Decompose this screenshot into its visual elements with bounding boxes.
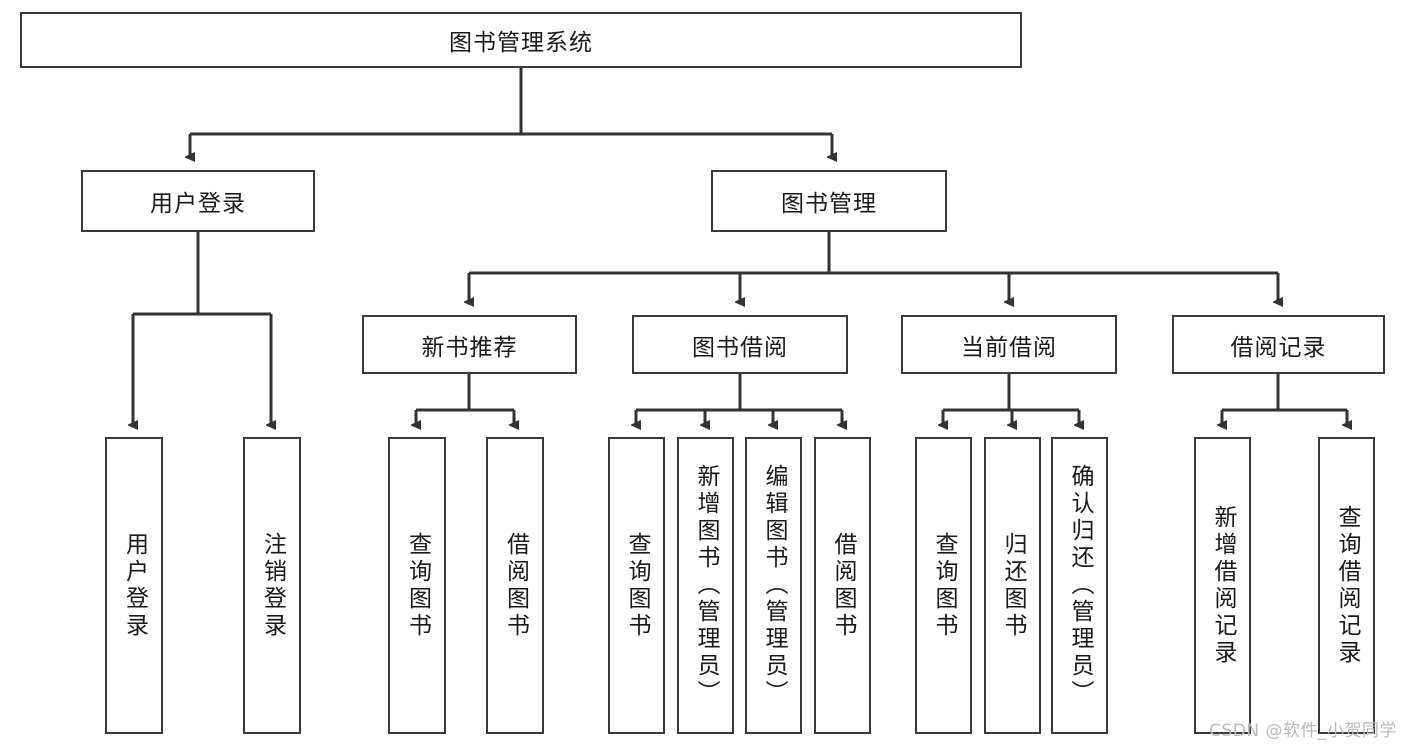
node-label: 查询图书 (931, 531, 957, 640)
node-label: 查询图书 (624, 531, 650, 640)
leaf-book-borrow-edit-book-admin[interactable]: 编辑图书（管理员） (745, 437, 802, 734)
node-label: 图书管理 (781, 191, 877, 217)
leaf-new-book-query-book[interactable]: 查询图书 (388, 437, 446, 734)
node-label: 新书推荐 (421, 334, 518, 361)
node-borrow-record[interactable]: 借阅记录 (1172, 315, 1385, 374)
leaf-book-borrow-query-book[interactable]: 查询图书 (608, 437, 665, 734)
leaf-current-borrow-query-book[interactable]: 查询图书 (915, 437, 972, 734)
leaf-new-book-borrow-book[interactable]: 借阅图书 (486, 437, 544, 734)
node-label: 图书借阅 (692, 334, 788, 361)
leaf-current-borrow-confirm-return-admin[interactable]: 确认归还（管理员） (1051, 437, 1108, 734)
node-book-borrow[interactable]: 图书借阅 (632, 315, 848, 374)
node-label: 用户登录 (150, 191, 246, 217)
leaf-borrow-record-query-record[interactable]: 查询借阅记录 (1318, 437, 1375, 734)
node-label: 查询借阅记录 (1334, 504, 1360, 667)
node-label: 当前借阅 (961, 334, 1057, 361)
node-new-book-recommend[interactable]: 新书推荐 (362, 315, 577, 374)
node-label: 借阅图书 (830, 531, 856, 640)
node-root-book-management-system[interactable]: 图书管理系统 (20, 12, 1022, 68)
leaf-book-borrow-add-book-admin[interactable]: 新增图书（管理员） (677, 437, 734, 734)
leaf-borrow-record-add-record[interactable]: 新增借阅记录 (1194, 437, 1251, 734)
node-book-management[interactable]: 图书管理 (711, 170, 947, 232)
node-user-login[interactable]: 用户登录 (81, 170, 315, 232)
node-label: 新增图书（管理员） (693, 464, 719, 707)
node-label: 归还图书 (1000, 531, 1026, 640)
node-current-borrow[interactable]: 当前借阅 (901, 315, 1117, 374)
leaf-user-login-login[interactable]: 用户登录 (105, 437, 163, 734)
node-label: 借阅图书 (502, 531, 529, 640)
node-label: 图书管理系统 (449, 30, 593, 56)
node-label: 新增借阅记录 (1210, 504, 1236, 667)
node-label: 借阅记录 (1230, 334, 1327, 361)
watermark: CSDN @软件_小贺同学 (1209, 721, 1397, 741)
node-label: 确认归还（管理员） (1067, 464, 1093, 707)
node-label: 查询图书 (404, 531, 431, 640)
node-label: 注销登录 (259, 531, 286, 640)
leaf-book-borrow-borrow-book[interactable]: 借阅图书 (814, 437, 871, 734)
node-label: 用户登录 (121, 531, 148, 640)
leaf-current-borrow-return-book[interactable]: 归还图书 (984, 437, 1041, 734)
node-label: 编辑图书（管理员） (761, 464, 787, 707)
leaf-user-login-logout[interactable]: 注销登录 (243, 437, 301, 734)
